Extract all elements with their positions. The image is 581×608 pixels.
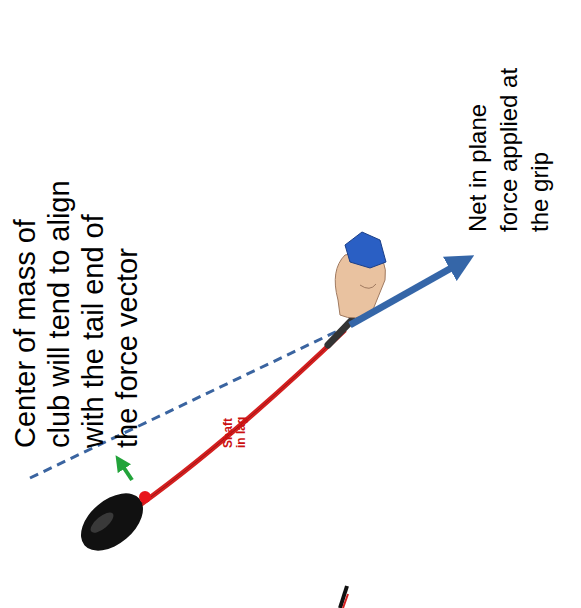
force-arrow [350, 262, 462, 325]
alignment-arrow [120, 462, 132, 480]
callout-note: Center of mass of club will tend to alig… [8, 170, 144, 448]
club-head [70, 482, 153, 562]
club-grip [328, 320, 352, 345]
shaft-shade [140, 330, 345, 505]
shaft-label: Shaft in lag [222, 414, 248, 448]
hand [335, 232, 386, 318]
force-note: Net in plane force applied at the grip [462, 57, 555, 232]
club-shaft [140, 330, 345, 505]
second-club-tip [340, 586, 347, 608]
second-club-shaft [343, 594, 348, 608]
center-of-mass-dot [139, 491, 151, 503]
